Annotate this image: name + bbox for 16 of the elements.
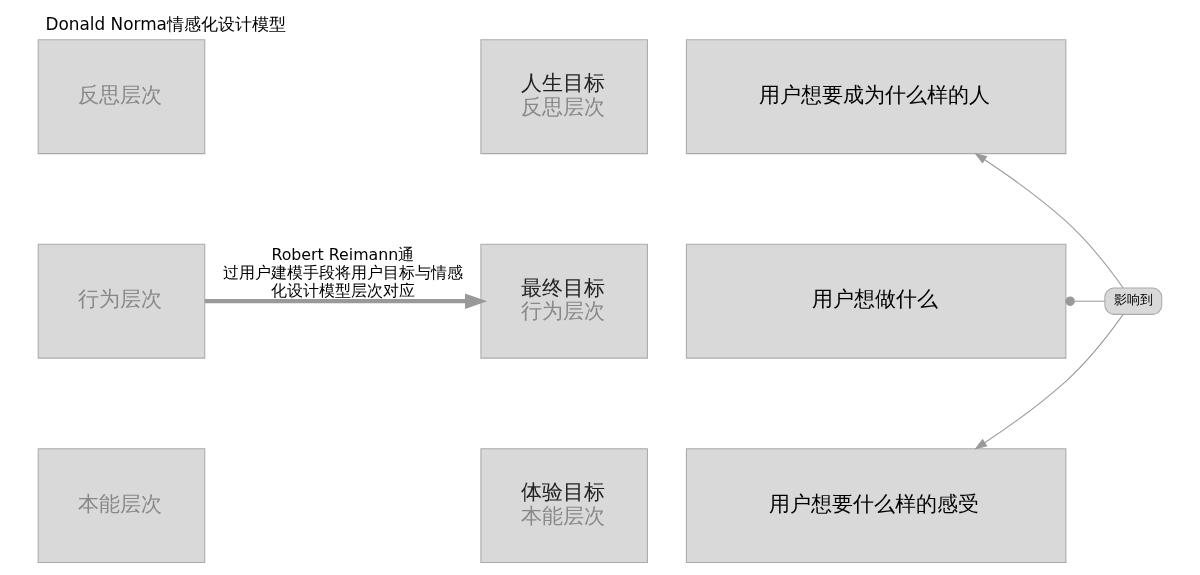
connector [1065,296,1106,306]
node-box: 本能层次 [37,448,206,564]
diagram-title: Donald Norma情感化设计模型 [45,14,286,35]
node-box: 反思层次 [37,39,206,155]
node-box: 影响到 [1104,287,1163,315]
node-box: 行为层次 [37,243,206,359]
node-box: 用户想做什么 [685,243,1067,359]
node-box: 用户想要成为什么样的人 [685,39,1067,155]
arrow [974,153,1124,289]
node-box: 用户想要什么样的感受 [685,448,1067,564]
arrow [974,313,1124,450]
node-box: 人生目标 反思层次 [480,39,648,155]
edge-label: Robert Reimann通过用户建模手段将用户目标与情感化设计模型层次对应 [222,245,463,300]
node-box: 体验目标 本能层次 [480,448,648,564]
node-box: 最终目标 行为层次 [480,243,648,359]
arrow [204,293,488,309]
